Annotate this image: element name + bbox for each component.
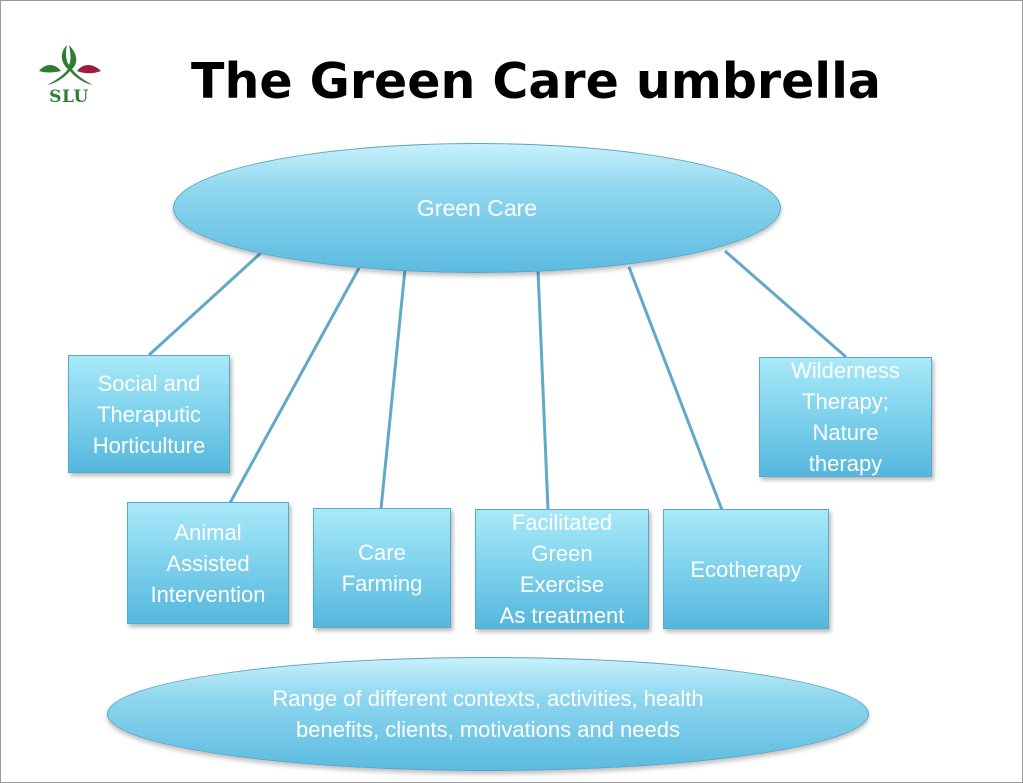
connector-line [724,249,847,359]
base-ellipse-contexts: Range of different contexts, activities,… [107,657,869,771]
category-box-care-farming: Care Farming [313,508,451,628]
slu-emblem-icon [39,45,101,85]
slide-title: The Green Care umbrella [191,53,881,110]
connector-line [147,249,265,357]
logo-text: SLU [49,87,89,107]
connector-line [379,268,407,510]
category-box-green-exercise: Facilitated Green Exercise As treatment [475,509,649,629]
category-box-horticulture: Social and Theraputic Horticulture [68,355,230,473]
connector-line [627,266,724,511]
slu-logo: SLU [31,41,107,111]
category-box-wilderness-therapy: Wilderness Therapy; Nature therapy [759,357,932,477]
category-box-animal-assisted: Animal Assisted Intervention [127,502,289,624]
connector-line [536,269,550,511]
root-ellipse-green-care: Green Care [173,143,781,273]
connector-line [228,267,361,504]
category-box-ecotherapy: Ecotherapy [663,509,829,629]
